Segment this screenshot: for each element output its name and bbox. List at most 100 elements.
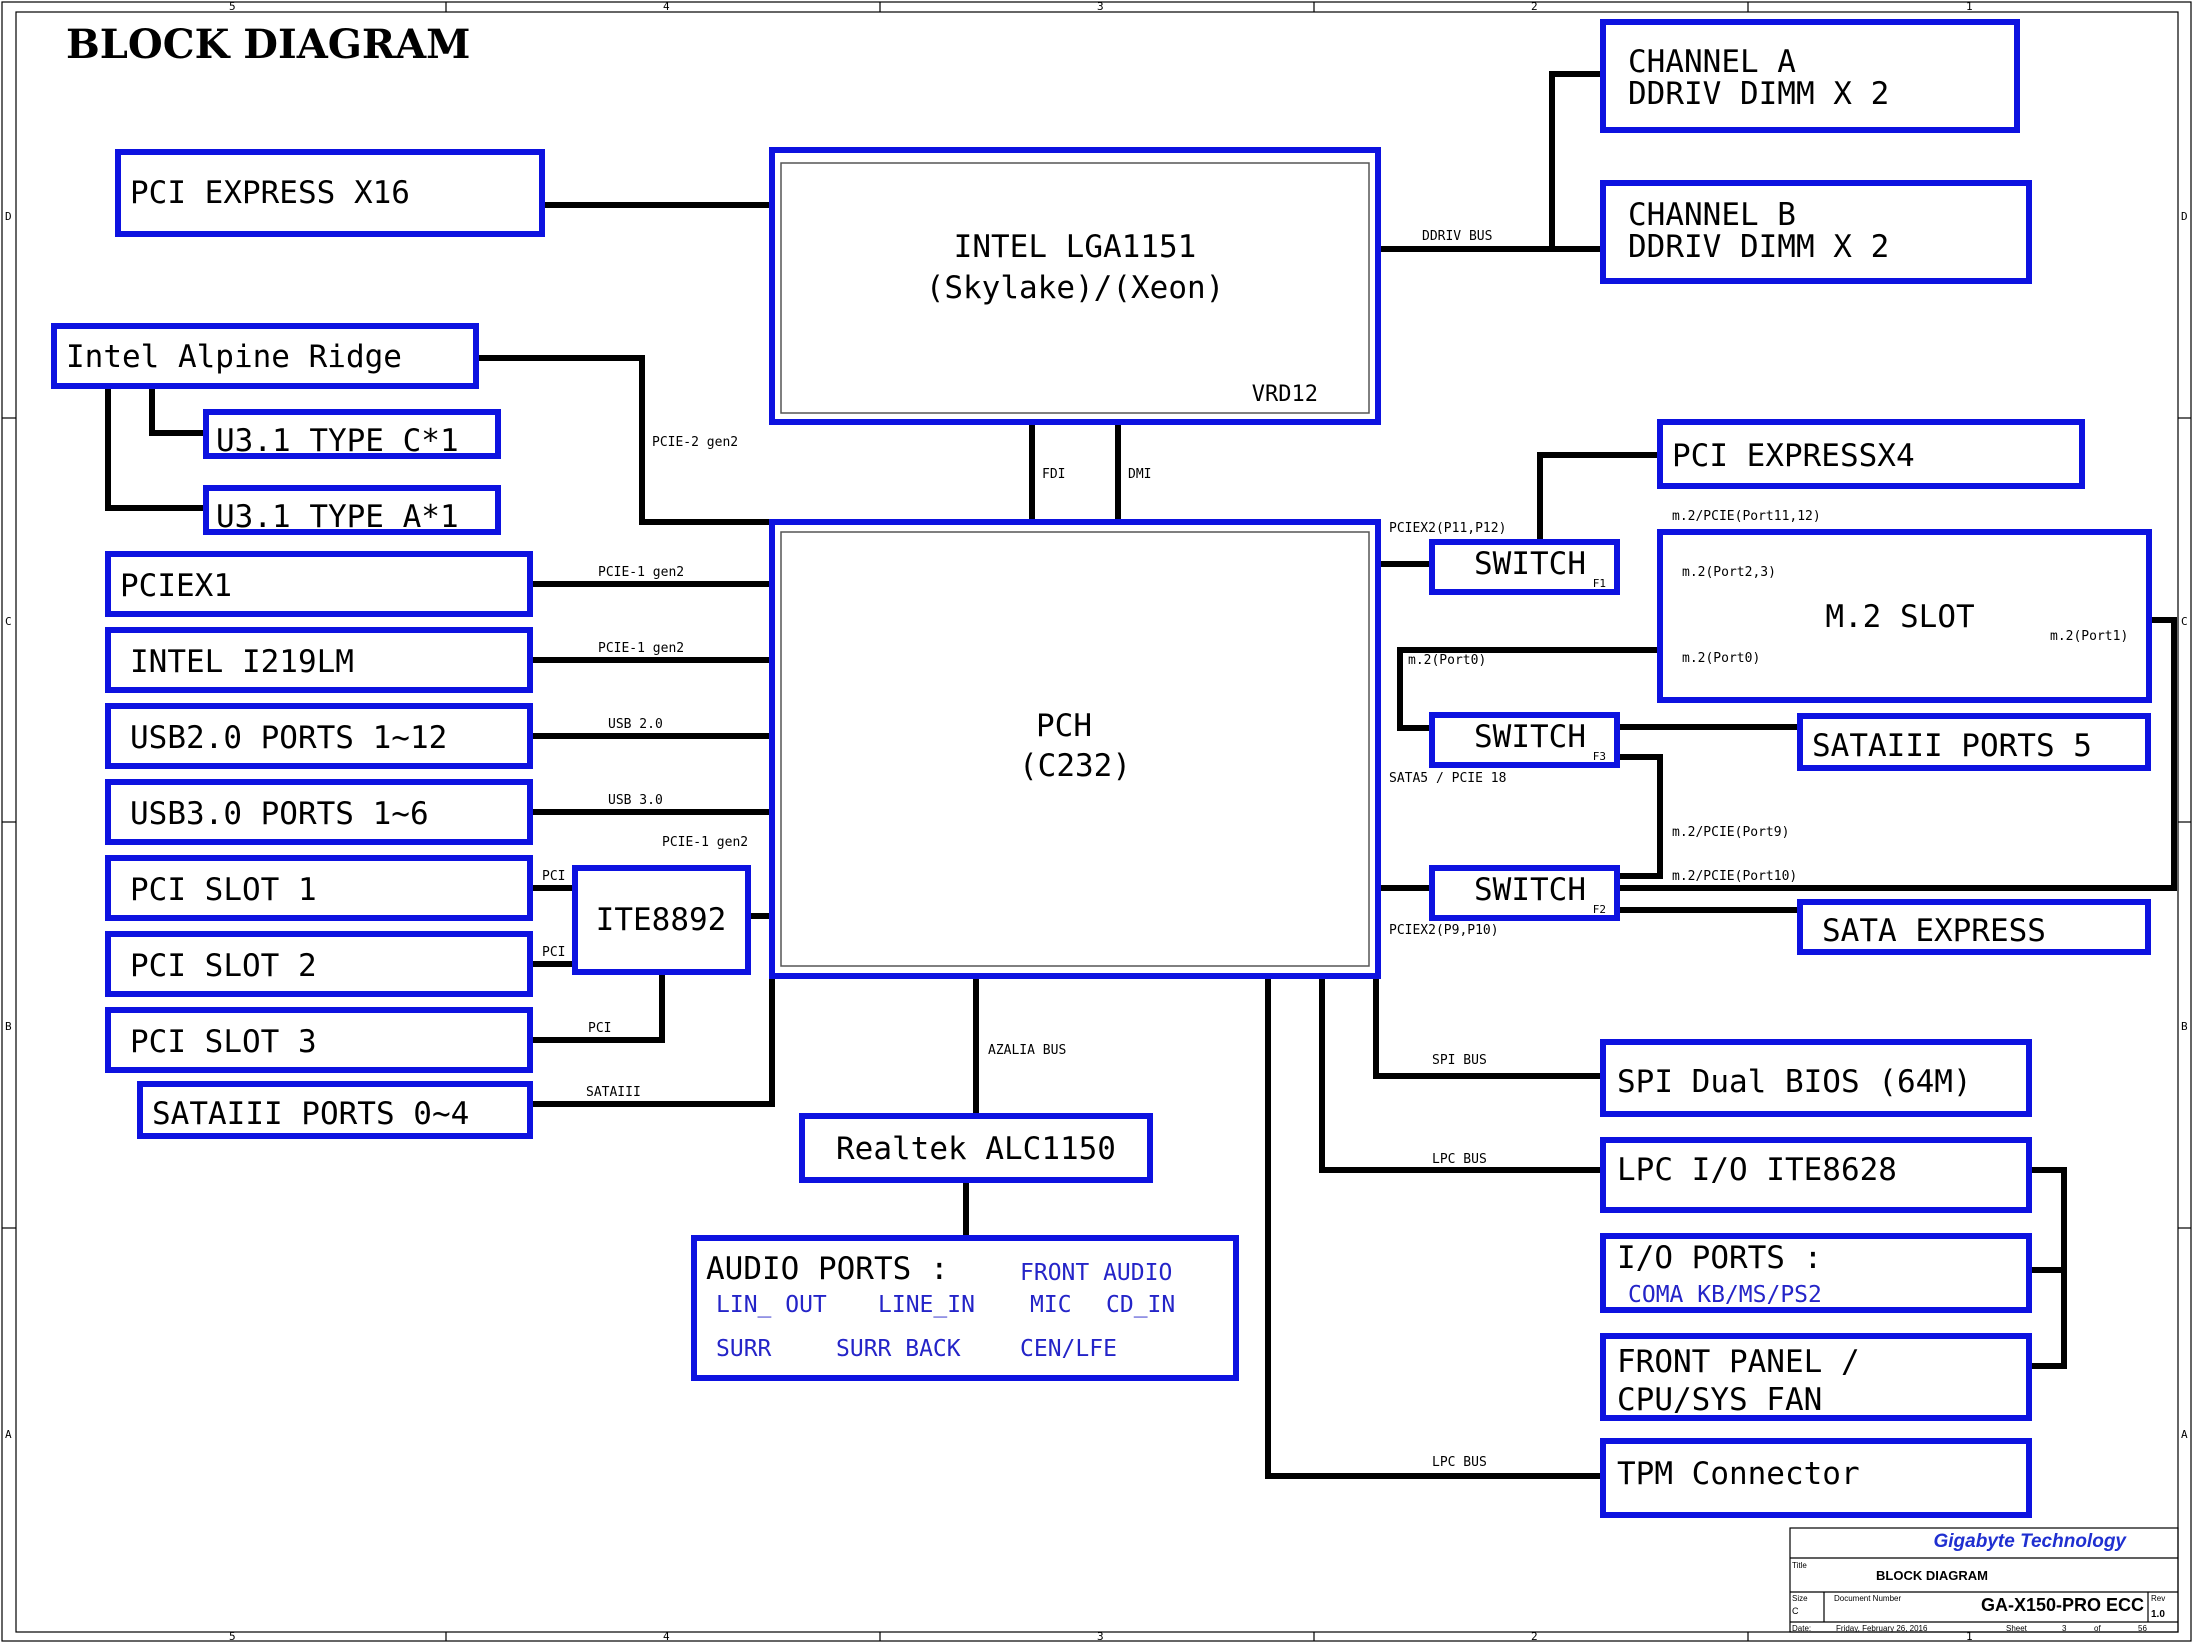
- bus-label: SATA5 / PCIE 18: [1389, 771, 1506, 786]
- bus-label: m.2(Port0): [1682, 651, 1760, 666]
- sheet-field-value: 3: [2062, 1624, 2067, 1633]
- bus-label: PCI: [542, 945, 565, 960]
- bus-label: m.2/PCIE(Port10): [1672, 869, 1797, 884]
- pcie-x4-label: PCI EXPRESSX4: [1672, 438, 1915, 474]
- switch-f3-block: SWITCH F3: [1429, 712, 1620, 768]
- bus-labels: DDRIV BUS PCIE-2 gen2 FDI DMI PCIE-1 gen…: [542, 229, 2128, 1470]
- diagram-title: BLOCK DIAGRAM: [66, 21, 470, 68]
- bus-label: FDI: [1042, 467, 1065, 482]
- title-field-label: Title: [1792, 1561, 1807, 1570]
- i219lm-label: INTEL I219LM: [130, 644, 354, 680]
- border-labels: 5 4 3 2 1 5 4 3 2 1 D C B A D C B A: [5, 0, 2188, 1643]
- io-ports-label: I/O PORTS :: [1617, 1240, 1822, 1276]
- switch-f3-ref: F3: [1593, 750, 1606, 763]
- bus-label: m.2(Port0): [1408, 653, 1486, 668]
- sata5-block: SATAIII PORTS 5: [1797, 713, 2151, 771]
- front-panel-line1: FRONT PANEL /: [1617, 1344, 1860, 1380]
- total-sheets: 56: [2138, 1624, 2147, 1633]
- ite8892-block: ITE8892: [572, 865, 751, 975]
- switch-f1-block: SWITCH F1: [1429, 539, 1620, 595]
- sata-express-label: SATA EXPRESS: [1822, 913, 2046, 949]
- bus-label: m.2/PCIE(Port9): [1672, 825, 1789, 840]
- top-mark: 3: [1097, 0, 1104, 13]
- type-c-label: U3.1 TYPE C*1: [216, 423, 459, 459]
- date-field-label: Date:: [1792, 1624, 1811, 1633]
- usb3-label: USB3.0 PORTS 1~6: [130, 796, 429, 832]
- company-name: Gigabyte Technology: [1934, 1531, 2128, 1552]
- bottom-mark: 5: [229, 1630, 236, 1643]
- audio-surr-back: SURR BACK: [836, 1336, 961, 1362]
- bottom-mark: 3: [1097, 1630, 1104, 1643]
- io-ports-block: I/O PORTS : COMA KB/MS/PS2: [1600, 1233, 2032, 1313]
- size-field-value: C: [1792, 1606, 1799, 1616]
- top-mark: 1: [1966, 0, 1973, 13]
- bottom-mark: 2: [1531, 1630, 1538, 1643]
- pci-slot1-block: PCI SLOT 1: [105, 855, 533, 921]
- bus-label: LPC BUS: [1432, 1455, 1487, 1470]
- bus-label: PCIE-1 gen2: [598, 565, 684, 580]
- bus-label: PCI: [542, 869, 565, 884]
- audio-surr: SURR: [716, 1336, 772, 1362]
- bus-label: PCIE-1 gen2: [598, 641, 684, 656]
- switch-f2-block: SWITCH F2: [1429, 865, 1620, 921]
- i219lm-block: INTEL I219LM: [105, 627, 533, 693]
- channel-a-title: CHANNEL A: [1628, 44, 1796, 80]
- usb3-block: USB3.0 PORTS 1~6: [105, 779, 533, 845]
- channel-b-title: CHANNEL B: [1628, 197, 1796, 233]
- pch-block: PCH (C232): [769, 519, 1381, 979]
- rev-field-value: 1.0: [2151, 1609, 2165, 1620]
- audio-ports-label: AUDIO PORTS :: [706, 1251, 949, 1287]
- bus-label: PCIEX2(P9,P10): [1389, 923, 1499, 938]
- bus-label: PCIE-1 gen2: [662, 835, 748, 850]
- audio-front: FRONT AUDIO: [1020, 1260, 1172, 1286]
- type-a-label: U3.1 TYPE A*1: [216, 499, 459, 535]
- top-mark: 2: [1531, 0, 1538, 13]
- of-field-label: of: [2094, 1624, 2101, 1633]
- audio-line-in: LINE_IN: [878, 1292, 975, 1318]
- right-mark: A: [2181, 1428, 2188, 1441]
- pcie-x4-block: PCI EXPRESSX4: [1657, 419, 2085, 489]
- channel-b-block: CHANNEL B DDRIV DIMM X 2: [1600, 180, 2032, 284]
- sata5-label: SATAIII PORTS 5: [1812, 728, 2092, 764]
- right-mark: C: [2181, 615, 2188, 628]
- bus-label: PCIE-2 gen2: [652, 435, 738, 450]
- bus-label: USB 2.0: [608, 717, 663, 732]
- doc-field-label: Document Number: [1834, 1594, 1901, 1603]
- audio-lin-out: LIN_ OUT: [716, 1292, 827, 1318]
- audio-ports-block: AUDIO PORTS : FRONT AUDIO LIN_ OUT LINE_…: [691, 1235, 1239, 1381]
- right-mark: D: [2181, 210, 2188, 223]
- io-ports-sub: COMA KB/MS/PS2: [1628, 1282, 1822, 1308]
- sheet-field-label: Sheet: [2006, 1624, 2028, 1633]
- m2-slot-block: M.2 SLOT: [1657, 529, 2152, 703]
- title-block: Gigabyte Technology Title BLOCK DIAGRAM …: [1789, 1527, 2179, 1633]
- bus-label: DMI: [1128, 467, 1151, 482]
- cpu-family: (Skylake)/(Xeon): [926, 270, 1225, 306]
- cpu-vrd-label: VRD12: [1252, 382, 1318, 407]
- doc-field-value: GA-X150-PRO ECC: [1981, 1595, 2144, 1615]
- bus-label: AZALIA BUS: [988, 1043, 1066, 1058]
- sata04-block: SATAIII PORTS 0~4: [137, 1081, 533, 1139]
- codec-block: Realtek ALC1150: [799, 1113, 1153, 1183]
- type-a-block: U3.1 TYPE A*1: [203, 485, 501, 535]
- pci-slot2-block: PCI SLOT 2: [105, 931, 533, 997]
- switch-f1-ref: F1: [1593, 577, 1606, 590]
- tpm-label: TPM Connector: [1617, 1456, 1860, 1492]
- front-panel-line2: CPU/SYS FAN: [1617, 1382, 1822, 1418]
- bus-label: LPC BUS: [1432, 1152, 1487, 1167]
- sata-express-block: SATA EXPRESS: [1797, 899, 2151, 955]
- left-mark: A: [5, 1428, 12, 1441]
- pciex1-label: PCIEX1: [120, 568, 232, 604]
- type-c-block: U3.1 TYPE C*1: [203, 409, 501, 459]
- pciex1-block: PCIEX1: [105, 551, 533, 617]
- lpc-io-label: LPC I/O ITE8628: [1617, 1152, 1897, 1188]
- bus-label: SATAIII: [586, 1085, 641, 1100]
- bus-label: m.2/PCIE(Port11,12): [1672, 509, 1821, 524]
- channel-a-block: CHANNEL A DDRIV DIMM X 2: [1600, 19, 2020, 133]
- cpu-name: INTEL LGA1151: [954, 229, 1197, 265]
- switch-f2-ref: F2: [1593, 903, 1606, 916]
- channel-b-dimm: DDRIV DIMM X 2: [1628, 229, 1889, 265]
- switch-f3-label: SWITCH: [1474, 719, 1586, 755]
- usb2-label: USB2.0 PORTS 1~12: [130, 720, 447, 756]
